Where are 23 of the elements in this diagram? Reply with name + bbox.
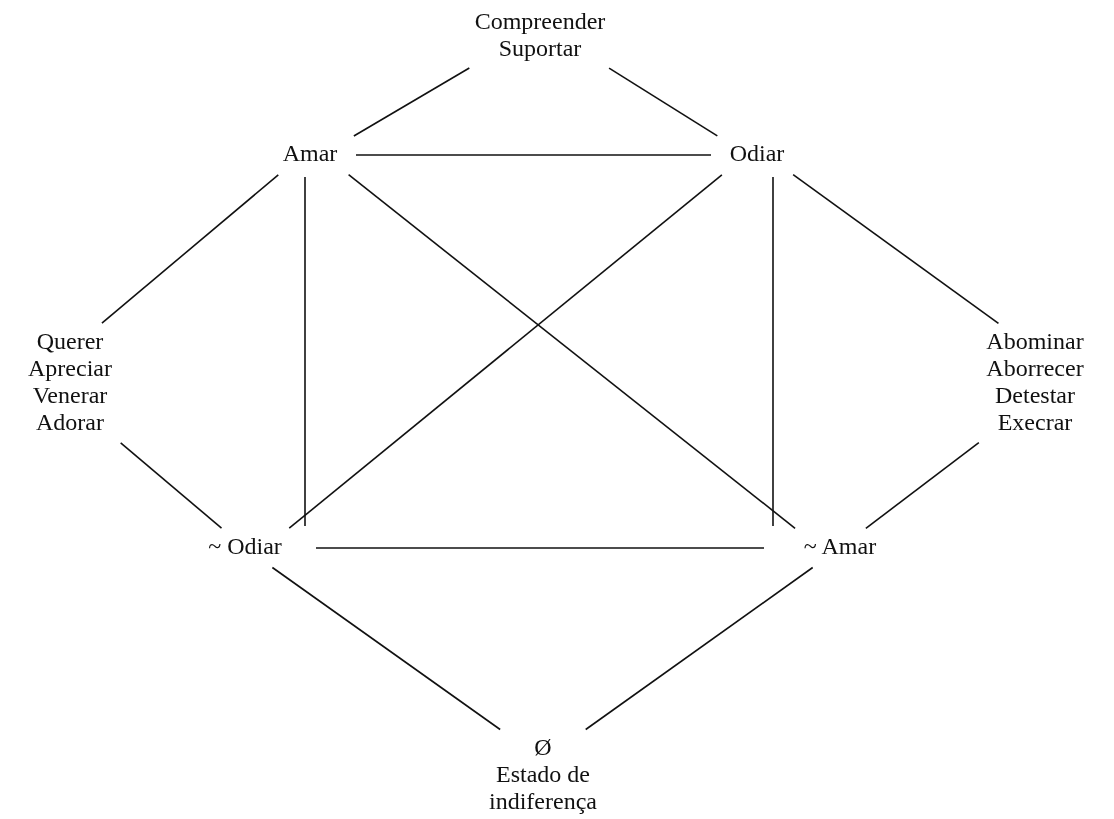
connector-line [304,176,306,527]
connector-line [101,174,280,324]
connector-line [119,442,223,529]
node-label: Odiar [728,140,786,167]
connector-line [584,566,814,731]
node-label: Abominar Aborrecer Detestar Execrar [985,328,1085,436]
node-label: Querer Apreciar Venerar Adorar [27,328,113,436]
node-label: ~ Odiar [207,533,283,560]
connector-line [865,441,980,530]
connector-line [608,67,719,137]
node-label: Estado de indiferença [488,761,598,815]
node-label: Amar [281,140,339,167]
node-label: Ø [533,734,553,761]
connector-line [288,174,723,529]
connector-line [347,173,796,530]
connector-line [792,173,1000,325]
node-label: Compreender Suportar [473,8,607,62]
node-label: ~ Amar [802,533,878,560]
connector-line [355,154,712,156]
connector-line [353,67,471,137]
connector-line [772,176,774,527]
connector-line [315,547,765,549]
connector-line [271,566,501,731]
